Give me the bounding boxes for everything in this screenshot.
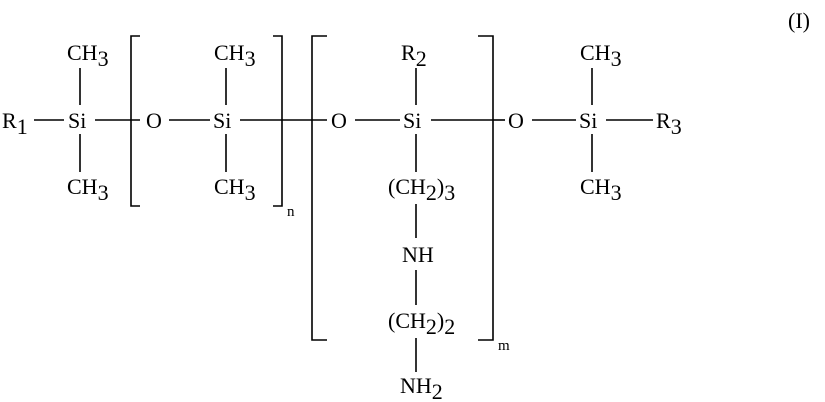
si1-atom: Si xyxy=(68,108,86,133)
nh-group: NH xyxy=(402,242,434,267)
r3-label: R3 xyxy=(656,108,682,139)
formula-number: (I) xyxy=(788,8,810,33)
si4-bottom-methyl: CH3 xyxy=(580,174,622,205)
repeat-n-label: n xyxy=(287,204,295,220)
bracket-m-left xyxy=(312,36,327,340)
si2-atom: Si xyxy=(213,108,231,133)
bracket-n-right xyxy=(273,36,282,206)
propylene-chain: (CH2)3 xyxy=(388,174,455,205)
oxygen-3: O xyxy=(508,108,524,133)
si2-bottom-methyl: CH3 xyxy=(214,174,256,205)
r1-label: R1 xyxy=(2,108,28,139)
si1-top-methyl: CH3 xyxy=(67,40,109,71)
r2-label: R2 xyxy=(401,40,427,71)
si2-top-methyl: CH3 xyxy=(214,40,256,71)
repeat-m-label: m xyxy=(498,338,510,354)
bracket-m-right xyxy=(478,36,493,340)
si4-atom: Si xyxy=(579,108,597,133)
ethylene-chain: (CH2)2 xyxy=(388,308,455,339)
si1-bottom-methyl: CH3 xyxy=(67,174,109,205)
oxygen-1: O xyxy=(146,108,162,133)
bracket-n-left xyxy=(131,36,140,206)
oxygen-2: O xyxy=(331,108,347,133)
si4-top-methyl: CH3 xyxy=(580,40,622,71)
nh2-group: NH2 xyxy=(400,373,443,402)
si3-atom: Si xyxy=(403,108,421,133)
